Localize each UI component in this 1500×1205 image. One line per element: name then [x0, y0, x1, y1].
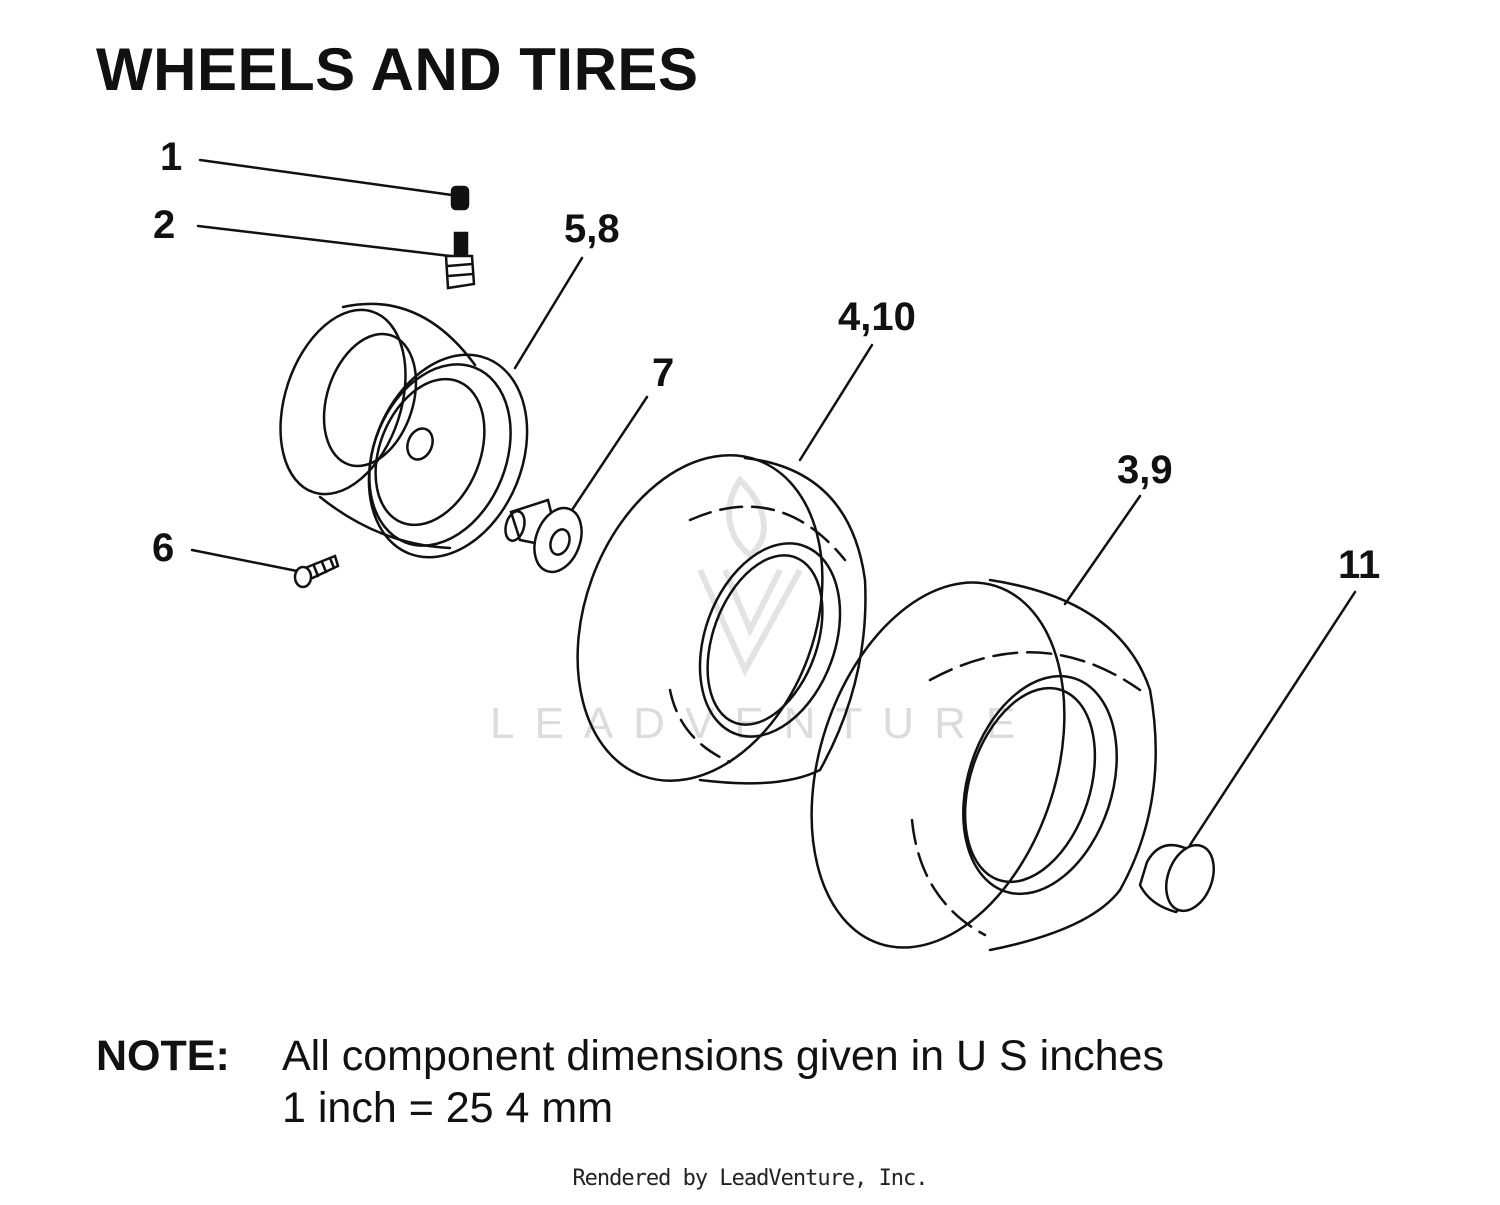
callout-3-9: 3,9: [1117, 448, 1173, 492]
leader-line-6: [190, 548, 299, 573]
footer-credit: Rendered by LeadVenture, Inc.: [572, 1166, 928, 1191]
note-line-1: NOTE: All component dimensions given in U…: [96, 1030, 1164, 1082]
callout-6: 6: [152, 526, 174, 570]
callout-5-8: 5,8: [564, 207, 620, 251]
watermark-text: LEADVENTURE: [490, 699, 1035, 748]
bolt-part: [293, 554, 340, 589]
leader-line-2: [196, 224, 452, 258]
note-block: NOTE: All component dimensions given in U…: [96, 1030, 1164, 1134]
watermark: LEADVENTURE: [490, 475, 1035, 748]
leader-line-39: [1063, 494, 1142, 606]
leader-line-11: [1188, 590, 1357, 847]
leader-line-58: [513, 256, 584, 370]
rear-tire-part: [810, 578, 1157, 952]
bushing-part: [504, 498, 583, 574]
callout-1: 1: [160, 135, 182, 179]
valve-stem-part: [444, 231, 476, 290]
note-text-1: All component dimensions given in U S in…: [282, 1032, 1164, 1080]
note-text-2: 1 inch = 25 4 mm: [282, 1084, 614, 1132]
leader-line-410: [798, 343, 874, 462]
valve-cap-part: [450, 185, 470, 211]
watermark-logo-icon: [697, 475, 803, 677]
hub-cap-part: [1138, 843, 1215, 914]
callout-2: 2: [153, 203, 175, 247]
callout-11: 11: [1338, 543, 1380, 587]
leader-line-1: [198, 158, 454, 197]
callout-4-10: 4,10: [838, 295, 916, 339]
callout-7: 7: [652, 351, 674, 395]
wheel-rim-part: [279, 302, 529, 559]
note-label: NOTE:: [96, 1032, 230, 1080]
page-title: WHEELS AND TIRES: [96, 36, 699, 103]
front-tire-part: [576, 454, 867, 785]
leader-line-7: [570, 395, 649, 512]
